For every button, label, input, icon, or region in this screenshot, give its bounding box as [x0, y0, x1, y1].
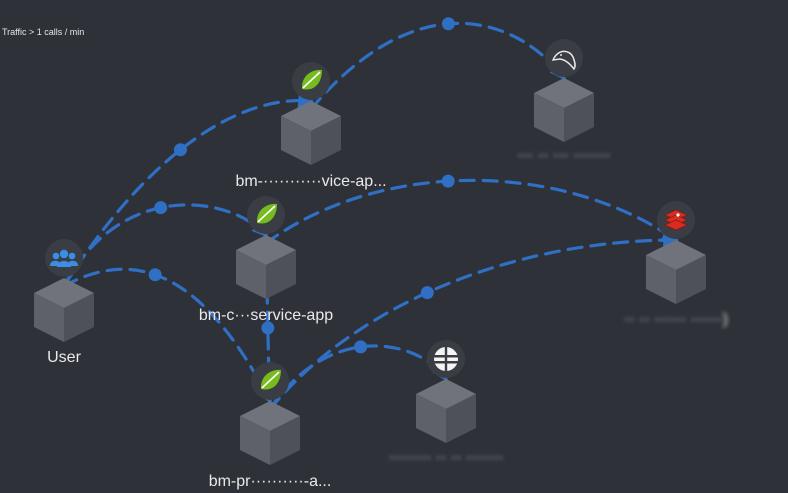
node-label: bm-pr··········-a... — [209, 473, 332, 490]
traffic-legend: Traffic > 1 calls / min — [2, 27, 85, 37]
node-ext[interactable]: ········ ·· ·· ······· — [389, 340, 504, 466]
node-redis[interactable]: ·· ·· ······ ······) — [624, 201, 728, 328]
node-label: User — [47, 349, 81, 366]
edge-svc3-redis[interactable] — [268, 232, 680, 411]
users-icon — [50, 249, 78, 267]
cube-right — [270, 416, 300, 465]
node-label: ········ ·· ·· ······· — [389, 449, 504, 466]
nodes-layer: User bm-···········vice-ap... bm-c···servi… — [34, 39, 728, 490]
cube-left — [534, 93, 564, 142]
cube-right — [64, 293, 94, 342]
edge-svc1-db[interactable] — [309, 17, 566, 111]
redis-icon — [664, 209, 688, 231]
edge-line — [309, 21, 566, 111]
globe-icon — [434, 347, 458, 371]
edge-traffic-dot[interactable] — [261, 321, 275, 335]
spring-leaf-icon — [301, 69, 322, 90]
edge-traffic-dot[interactable] — [148, 268, 162, 282]
mysql-dolphin-icon — [551, 50, 576, 71]
cube-right — [446, 394, 476, 443]
edge-svc2-redis[interactable] — [264, 174, 679, 245]
edge-user-svc1[interactable] — [62, 91, 315, 288]
edge-line — [264, 178, 679, 245]
cube-left — [416, 394, 446, 443]
edge-traffic-dot[interactable] — [441, 174, 455, 188]
node-label: bm-c···service-app — [199, 307, 333, 324]
edge-traffic-dot[interactable] — [420, 286, 434, 300]
node-svc1[interactable]: bm-···········vice-ap... — [235, 62, 387, 190]
node-svc3[interactable]: bm-pr··········-a... — [209, 362, 332, 490]
cube-left — [236, 250, 266, 299]
edge-line — [62, 267, 272, 404]
node-label: ·· ·· ······ ······) — [624, 311, 728, 328]
cube-left — [281, 116, 311, 165]
cube-right — [676, 255, 706, 304]
spring-leaf-icon — [256, 203, 277, 224]
edge-traffic-dot[interactable] — [173, 143, 187, 157]
edge-line — [268, 232, 680, 411]
node-svc2[interactable]: bm-c···service-app — [199, 196, 333, 324]
edge-line — [62, 91, 315, 288]
node-label: ··· ·· ··· ······· — [517, 147, 610, 164]
edge-user-svc3[interactable] — [62, 267, 272, 404]
node-db[interactable]: ··· ·· ··· ······· — [517, 39, 611, 164]
node-label: bm-···········vice-ap... — [235, 173, 386, 190]
cube-right — [311, 116, 341, 165]
edge-traffic-dot[interactable] — [154, 201, 168, 215]
edges-layer — [62, 17, 680, 411]
spring-leaf-icon — [260, 369, 281, 390]
cube-right — [564, 93, 594, 142]
node-badge — [545, 39, 583, 77]
node-user[interactable]: User — [34, 239, 94, 366]
cube-left — [34, 293, 64, 342]
cube-right — [266, 250, 296, 299]
cube-left — [646, 255, 676, 304]
edge-traffic-dot[interactable] — [441, 17, 455, 31]
cube-left — [240, 416, 270, 465]
edge-traffic-dot[interactable] — [354, 340, 368, 354]
